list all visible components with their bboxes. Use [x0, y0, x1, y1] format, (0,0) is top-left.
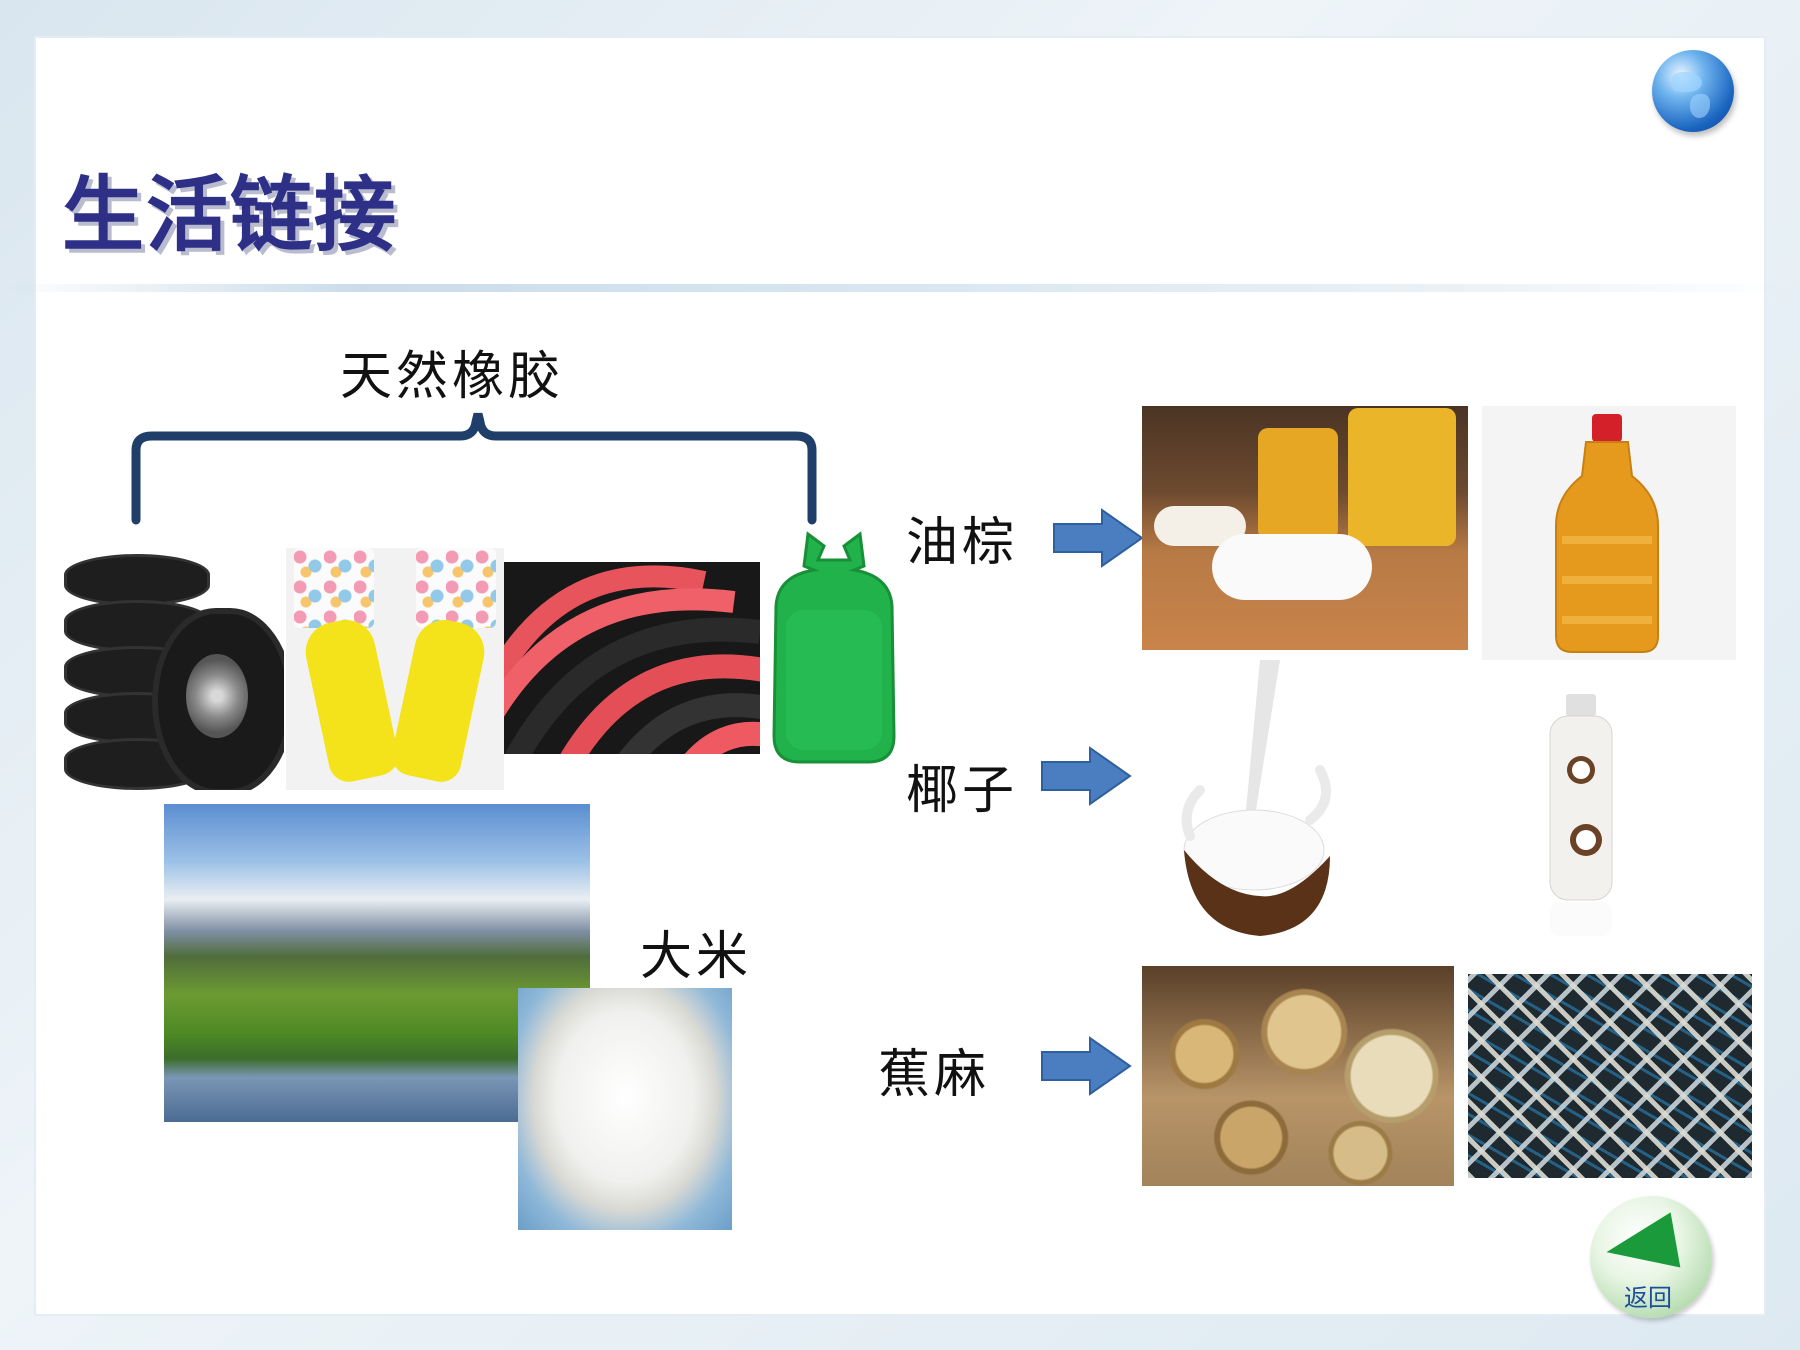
group-brace: [131, 412, 817, 525]
hoses-photo: [504, 562, 760, 754]
fishing-net-photo: [1468, 974, 1752, 1178]
back-button[interactable]: 返回: [1590, 1196, 1712, 1318]
cooking-oil-photo: [1482, 406, 1736, 660]
coconut-arrow: [1041, 746, 1132, 806]
rope-photo: [1142, 966, 1454, 1186]
globe-icon: [1652, 50, 1734, 132]
oil-palm-label: 油棕: [906, 513, 1019, 573]
oil-palm-arrow: [1053, 508, 1144, 568]
coconut-lotion-photo: [1536, 690, 1626, 940]
abaca-arrow: [1041, 1036, 1132, 1096]
header-divider: [0, 284, 1800, 292]
rubber-label: 天然橡胶: [340, 347, 565, 407]
rice-bowl-photo: [518, 988, 732, 1230]
gloves-photo: [286, 548, 504, 790]
tires-photo: [62, 548, 284, 790]
coconut-label: 椰子: [906, 761, 1019, 821]
back-arrow-icon: [1601, 1212, 1681, 1280]
coconut-milk-photo: [1160, 660, 1360, 950]
page-title: 生活链接: [62, 168, 399, 263]
hot-water-bottle-photo: [764, 526, 904, 766]
rice-label: 大米: [640, 927, 753, 987]
soap-photo: [1142, 406, 1468, 650]
back-button-label: 返回: [1624, 1284, 1672, 1312]
abaca-label: 蕉麻: [878, 1045, 991, 1105]
